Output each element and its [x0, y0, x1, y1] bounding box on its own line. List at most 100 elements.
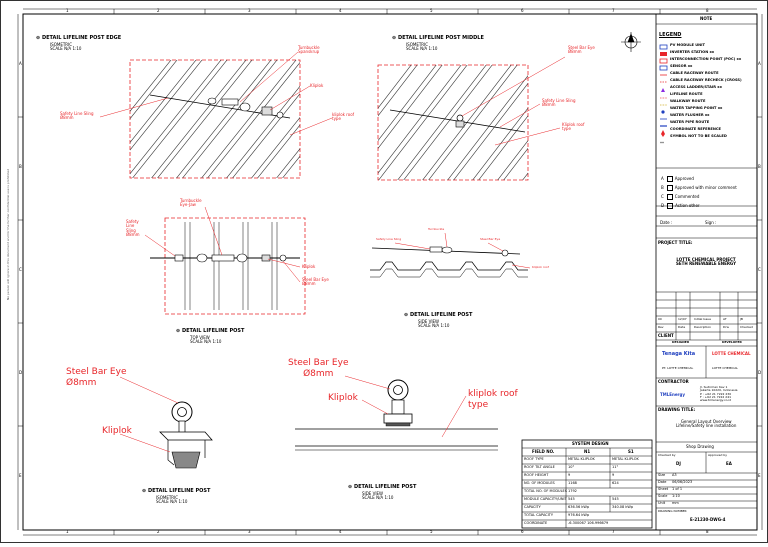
meta-key: Date [658, 480, 667, 484]
date-label: Date : [660, 220, 673, 225]
approval-checkbox[interactable] [666, 185, 673, 191]
contractor-label: CONTRACTOR [658, 379, 689, 384]
callout-mid-sling: Safety Line Sling Ø8mm [542, 98, 576, 108]
callout-top-kliplok: Kliplok [302, 264, 316, 269]
grid-row-b-right: B [758, 164, 761, 169]
system-design-grid [521, 439, 653, 529]
client-logo-b: LOTTE CHEMICAL [712, 351, 751, 356]
approval-item[interactable]: A Approved [661, 176, 694, 182]
callout-mid-roof: Kliplok roof type [562, 122, 585, 132]
grid-col-8-bottom: 8 [706, 529, 709, 534]
project-title-label: PROJECT TITLE: [658, 240, 693, 245]
meta-value: 06/06/2023 [672, 480, 693, 484]
sd-cell: 545 [612, 497, 619, 501]
grid-col-3-bottom: 3 [248, 529, 251, 534]
sd-cell: 9 [612, 473, 615, 477]
detail-middle-subtitle: ISOMETRIC [406, 42, 429, 47]
sd-cell: 340.08 kWp [612, 505, 634, 509]
detail-side-scale: SCALE N/A 1:10 [418, 323, 450, 328]
detail-top-view [144, 206, 306, 315]
detail-side-view [370, 232, 531, 278]
sd-cell: ROOF HEIGHT [524, 473, 549, 477]
sd-cell: 636.56 kWp [568, 505, 590, 509]
detail-edge-view [99, 51, 333, 179]
approval-checkbox[interactable] [666, 194, 673, 200]
legend-title: LEGEND [659, 32, 682, 38]
sd-cell: MODULE CAPACITY/UNIT [524, 497, 567, 501]
detail-middle-scale: SCALE N/A 1:10 [406, 46, 438, 51]
grid-row-a-right: A [758, 61, 761, 66]
approval-code: B [661, 185, 664, 190]
grid-col-3: 3 [248, 8, 251, 13]
sd-cell: 9 [568, 473, 571, 477]
meta-value: A3 [672, 473, 677, 477]
sign-label: Sign : [705, 220, 717, 225]
svg-text:**: ** [660, 141, 664, 146]
sd-cell: ROOF TILT ANGLE [524, 465, 555, 469]
meta-key: Unit [658, 501, 666, 505]
approval-code: D [661, 203, 665, 208]
approval-code: A [661, 176, 664, 181]
drawing-number-label: DRAWING NUMBER [658, 509, 687, 513]
legend-item: CABLE RACEWAY RECHECK (CROSS) [670, 78, 742, 82]
callout-edge-sling: Safety Line Sling Ø8mm [60, 111, 94, 121]
detail-front-title: ⊖ DETAIL LIFELINE POST [348, 484, 417, 490]
approval-label: Action other [675, 203, 700, 208]
callout-side-sling: Safety Line Sling [376, 237, 402, 241]
approval-checkbox[interactable] [667, 203, 674, 209]
callout-iso-kliplok: Kliplok [102, 426, 132, 436]
sd-cell: 1168 [568, 481, 577, 485]
legend-item: WATER PIPE ROUTE [670, 120, 710, 124]
note-label: NOTE [700, 16, 713, 21]
checked-by-label: Checked by [658, 453, 676, 457]
client-logo-a: Tenaga Kita [662, 351, 696, 357]
approval-item[interactable]: D Action other [661, 203, 700, 209]
approval-label: Approved [674, 176, 694, 181]
legend-item: INTERCONNECTION POINT (POC) xx [670, 57, 742, 61]
grid-col-7-bottom: 7 [612, 529, 615, 534]
client-caption-a: PT. LOTTE CHEMICAL [662, 366, 694, 370]
detail-top-title: ⊖ DETAIL LIFELINE POST [176, 328, 245, 334]
detail-top-subtitle: TOP VIEW [190, 335, 210, 340]
sd-cell: 11° [612, 465, 619, 469]
shop-drawing-label: Shop Drawing [686, 444, 714, 449]
sd-cell: 10° [568, 465, 575, 469]
approved-by-label: Approved by [708, 453, 728, 457]
legend-item: CABLE RACEWAY ROUTE [670, 71, 719, 75]
callout-side-eye: Steel Bar Eye [480, 237, 501, 241]
drawing-title-label: DRAWING TITLE: [658, 407, 696, 412]
sd-cell: NO. OF MODULES [524, 481, 555, 485]
detail-iso-subtitle: ISOMETRIC [156, 495, 179, 500]
rev-h-date: Date [678, 325, 686, 329]
detail-iso-title: ⊖ DETAIL LIFELINE POST [142, 488, 211, 494]
detail-top-scale: SCALE N/A 1:10 [190, 339, 222, 344]
rev-h-checked: Checked [740, 325, 753, 329]
legend-item: ACCESS LADDER/STAIR xx [670, 85, 722, 89]
meta-value: 1 of 1 [672, 487, 683, 491]
legend-item: SYMBOL NOT TO BE SCALED [670, 134, 727, 138]
client-developer-label: DEVELOPER [722, 340, 742, 344]
approval-checkbox[interactable] [666, 176, 673, 182]
approved-by-value: EA [726, 461, 732, 466]
callout-front-steel-eye: Steel Bar Eye Ø8mm [288, 358, 349, 379]
sd-cell: -6.300067 106.996679 [568, 521, 609, 525]
detail-side-subtitle: SIDE VIEW [418, 319, 439, 324]
sd-cell: METAL KLIPLOK [568, 457, 595, 461]
grid-col-1: 1 [66, 8, 69, 13]
sd-cell: METAL KLIPLOK [612, 457, 639, 461]
grid-row-d: D [19, 370, 23, 375]
detail-edge-scale: SCALE N/A 1:10 [50, 46, 82, 51]
callout-edge-kliplok: Kliplok [310, 83, 324, 88]
detail-front-post [295, 375, 498, 451]
legend-symbols: ** [659, 44, 668, 146]
callout-top-steel-eye: Steel Bar Eye Ø8mm [302, 277, 329, 287]
detail-iso-post [119, 376, 213, 469]
sd-cell: ROOF TYPE [524, 457, 544, 461]
legend-item: COORDINATE REFERENCE [670, 127, 721, 131]
grid-col-6: 6 [521, 8, 524, 13]
callout-front-roof: kliplok roof type [468, 389, 518, 410]
grid-row-c-right: C [758, 267, 761, 272]
sd-header-field: FIELD NO. [532, 449, 555, 454]
